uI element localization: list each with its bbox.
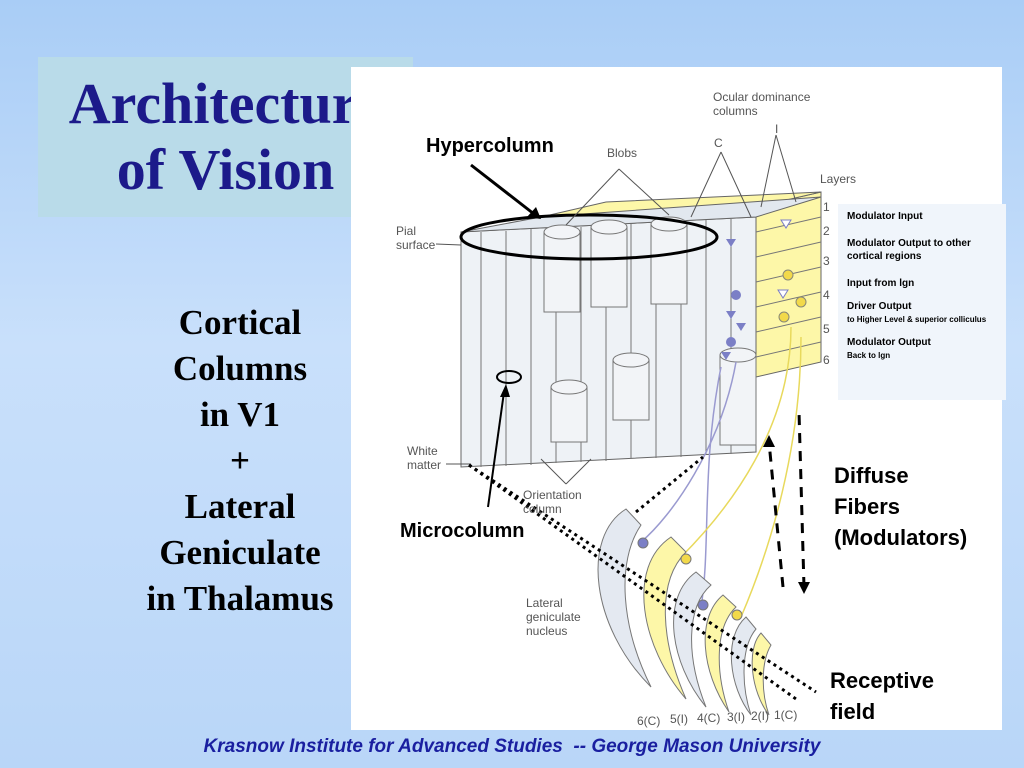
legend-text: Driver Output: [847, 301, 912, 312]
receptive-field-label: Receptive field: [830, 665, 934, 727]
pial-label-2: surface: [396, 238, 436, 252]
lgn-layer-label: 6(C): [637, 714, 660, 728]
layer-number: 6: [823, 353, 830, 367]
receptive-line: Receptive: [830, 668, 934, 693]
hypercolumn-arrow: [470, 163, 535, 216]
hypercolumn-arrowhead: [527, 207, 541, 219]
legend-entry: Driver Output to Higher Level & superior …: [847, 300, 997, 326]
legend-text: Modulator Output to other cortical regio…: [847, 238, 971, 262]
hypercolumn-ring: [459, 213, 719, 261]
layer-legend: Modulator Input Modulator Output to othe…: [838, 204, 1006, 400]
orientation-label-1: Orientation: [523, 488, 582, 502]
desc-line: Cortical: [178, 303, 302, 342]
white-matter-label-2: matter: [407, 458, 441, 472]
desc-line: Geniculate: [159, 533, 321, 572]
c-label: C: [714, 136, 723, 150]
desc-line: +: [230, 441, 250, 480]
diffuse-fiber-lines: [767, 411, 806, 588]
legend-entry: Modulator Output to other cortical regio…: [847, 237, 997, 263]
lgn-label-2: geniculate: [526, 610, 581, 624]
microcolumn-arrow: [487, 391, 505, 508]
blobs-label: Blobs: [607, 146, 637, 160]
lgn-layer-label: 4(C): [697, 711, 720, 725]
layer-number: 2: [823, 224, 830, 238]
desc-line: Columns: [172, 349, 308, 388]
lgn-layer-label: 3(I): [727, 710, 745, 724]
label-leader-lines: [435, 134, 797, 485]
legend-entry: Modulator Input: [847, 210, 997, 223]
microcolumn-arrowhead: [500, 384, 510, 397]
hypercolumn-label: Hypercolumn: [426, 135, 554, 157]
left-description: Cortical Columns in V1 + Lateral Genicul…: [120, 300, 360, 622]
orientation-label-2: column: [523, 502, 562, 516]
legend-text: Modulator Output: [847, 337, 931, 348]
i-label: I: [775, 122, 778, 136]
layers-label: Layers: [820, 172, 856, 186]
lgn-label-3: nucleus: [526, 624, 567, 638]
title-line-2: of Vision: [116, 137, 335, 202]
layer-number: 4: [823, 288, 830, 302]
microcolumn-ring: [496, 370, 522, 384]
white-matter-label-1: White: [407, 444, 438, 458]
footer-credit: Krasnow Institute for Advanced Studies -…: [203, 736, 821, 757]
layer-number: 5: [823, 322, 830, 336]
neuron-markers: [721, 219, 807, 360]
ocular-label-1: Ocular dominance: [713, 90, 811, 104]
layer-number: 1: [823, 200, 830, 214]
lgn-layer-label: 5(I): [670, 712, 688, 726]
legend-text: Input from lgn: [847, 278, 915, 289]
desc-line: in Thalamus: [146, 579, 334, 618]
diffuse-fibers-label: Diffuse Fibers (Modulators): [834, 460, 967, 553]
lgn-layer-label: 2(I): [751, 709, 769, 723]
ocular-label-2: columns: [713, 104, 758, 118]
desc-line: in V1: [199, 395, 281, 434]
diffuse-line: Diffuse: [834, 463, 909, 488]
diffuse-arrowhead-down: [798, 582, 810, 594]
desc-line: Lateral: [184, 487, 296, 526]
diffuse-line: (Modulators): [834, 525, 968, 550]
blob-cylinders: [543, 216, 757, 446]
legend-entry: Input from lgn: [847, 277, 997, 290]
legend-subtext: Back to lgn: [847, 351, 891, 360]
title-line-1: Architecture: [68, 71, 383, 136]
legend-subtext: to Higher Level & superior colliculus: [847, 315, 987, 324]
pial-label-1: Pial: [396, 224, 416, 238]
title-box: Architecture of Vision: [38, 57, 413, 217]
lgn-layers: [597, 508, 772, 716]
receptive-line: field: [830, 699, 876, 724]
legend-text: Modulator Input: [847, 211, 923, 222]
receptive-field-lines: [468, 455, 817, 701]
microcolumn-label: Microcolumn: [400, 520, 525, 542]
diffuse-arrowhead-up: [763, 435, 775, 447]
layer-number: 3: [823, 254, 830, 268]
lgn-layer-label: 1(C): [774, 708, 797, 722]
cortex-diagram: Ocular dominance columns I C Blobs Layer…: [396, 90, 856, 728]
lgn-label-1: Lateral: [526, 596, 563, 610]
diffuse-line: Fibers: [834, 494, 901, 519]
